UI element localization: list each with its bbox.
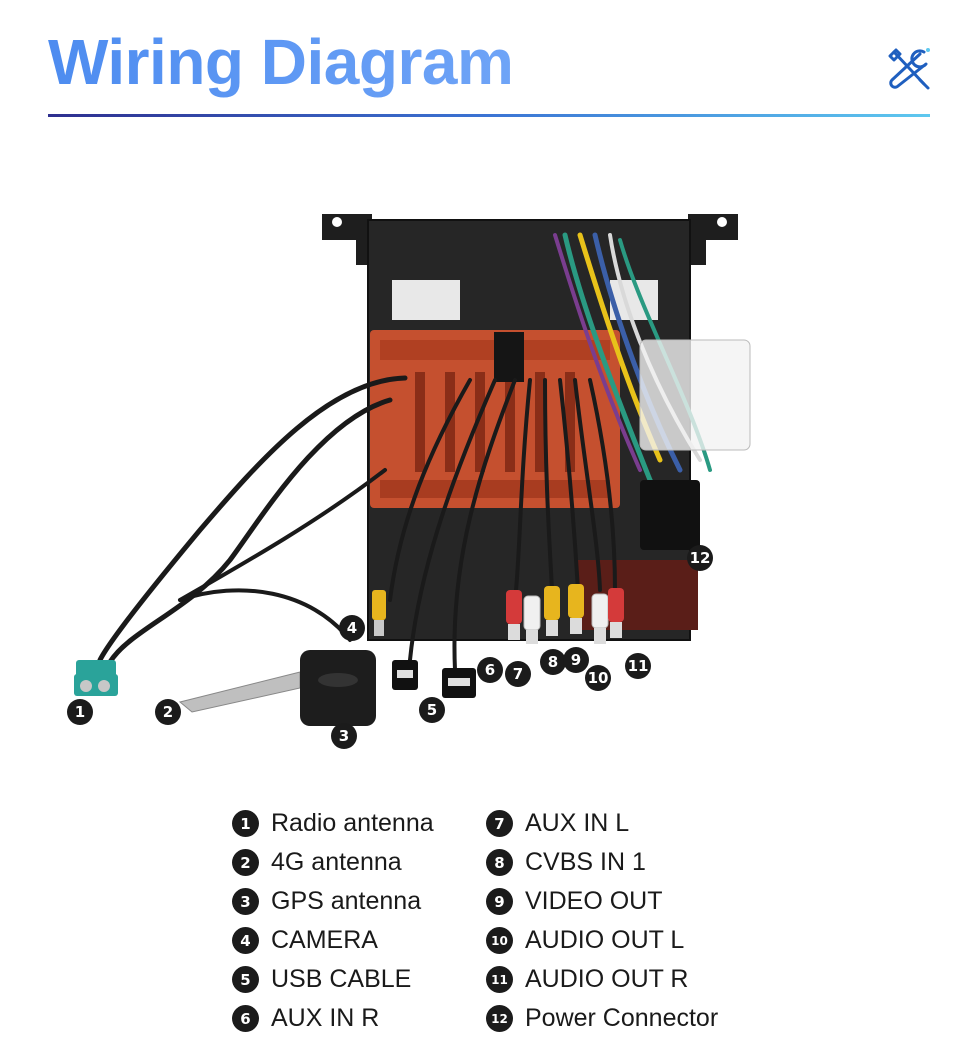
legend-item-radio-antenna: 1 Radio antenna — [232, 804, 434, 843]
legend-label: AUX IN R — [271, 1004, 380, 1032]
callout-3: 3 — [331, 723, 357, 749]
legend-number: 9 — [486, 888, 513, 915]
legend-item-aux-in-l: 7 AUX IN L — [486, 804, 718, 843]
svg-text:8: 8 — [548, 653, 558, 671]
callout-2: 2 — [155, 699, 181, 725]
legend-number: 4 — [232, 927, 259, 954]
svg-text:5: 5 — [427, 701, 437, 719]
legend-label: AUDIO OUT L — [525, 926, 685, 954]
legend-number: 10 — [486, 927, 513, 954]
usb-connectors — [392, 660, 476, 698]
4g-antenna — [178, 671, 301, 713]
legend-item-aux-in-r: 6 AUX IN R — [232, 999, 434, 1038]
svg-text:12: 12 — [690, 549, 711, 567]
wiring-diagram: 1 2 3 4 5 6 7 8 9 10 11 12 — [67, 214, 751, 749]
legend-number: 6 — [232, 1005, 259, 1032]
svg-text:2: 2 — [163, 703, 173, 721]
svg-text:4: 4 — [347, 619, 357, 637]
svg-text:10: 10 — [588, 669, 609, 687]
svg-text:9: 9 — [571, 651, 581, 669]
legend-label: Radio antenna — [271, 809, 434, 837]
page-title: Wiring Diagram — [48, 22, 514, 102]
legend-item-audio-out-r: 11 AUDIO OUT R — [486, 960, 718, 999]
callout-10: 10 — [585, 665, 611, 691]
legend-number: 3 — [232, 888, 259, 915]
legend-item-audio-out-l: 10 AUDIO OUT L — [486, 921, 718, 960]
callout-6: 6 — [477, 657, 503, 683]
legend-item-power-connector: 12 Power Connector — [486, 999, 718, 1038]
legend-item-video-out: 9 VIDEO OUT — [486, 882, 718, 921]
radio-antenna-connector — [74, 660, 118, 696]
legend-number: 11 — [486, 966, 513, 993]
legend-label: Power Connector — [525, 1004, 719, 1032]
title-divider — [48, 114, 930, 117]
legend-label: VIDEO OUT — [525, 887, 663, 915]
svg-text:7: 7 — [513, 665, 523, 683]
gps-antenna — [300, 650, 376, 726]
svg-text:1: 1 — [75, 703, 85, 721]
relay-box — [639, 339, 751, 451]
svg-text:6: 6 — [485, 661, 495, 679]
legend-label: AUDIO OUT R — [525, 965, 689, 993]
camera-rca-connector — [372, 590, 386, 636]
legend-number: 7 — [486, 810, 513, 837]
legend-number: 5 — [232, 966, 259, 993]
callout-11: 11 — [625, 653, 651, 679]
legend-number: 12 — [486, 1005, 513, 1032]
callout-7: 7 — [505, 661, 531, 687]
legend-number: 1 — [232, 810, 259, 837]
legend-label: CVBS IN 1 — [525, 848, 646, 876]
tools-icon — [888, 48, 930, 90]
legend-label: AUX IN L — [525, 809, 630, 837]
legend-item-4g-antenna: 2 4G antenna — [232, 843, 434, 882]
callout-12: 12 — [687, 545, 713, 571]
legend-label: CAMERA — [271, 926, 378, 954]
legend-label: USB CABLE — [271, 965, 412, 993]
callout-1: 1 — [67, 699, 93, 725]
legend-label: GPS antenna — [271, 887, 422, 915]
legend-item-gps-antenna: 3 GPS antenna — [232, 882, 434, 921]
callout-8: 8 — [540, 649, 566, 675]
rca-plugs — [506, 584, 624, 644]
legend-label: 4G antenna — [271, 848, 402, 876]
power-connector-plug — [640, 480, 700, 550]
callout-9: 9 — [563, 647, 589, 673]
legend-item-camera: 4 CAMERA — [232, 921, 434, 960]
legend-number: 8 — [486, 849, 513, 876]
callout-4: 4 — [339, 615, 365, 641]
legend-number: 2 — [232, 849, 259, 876]
legend-item-usb-cable: 5 USB CABLE — [232, 960, 434, 999]
callout-5: 5 — [419, 697, 445, 723]
head-unit-chassis — [322, 214, 738, 641]
legend-item-cvbs-in-1: 8 CVBS IN 1 — [486, 843, 718, 882]
svg-text:3: 3 — [339, 727, 349, 745]
svg-text:11: 11 — [628, 657, 649, 675]
